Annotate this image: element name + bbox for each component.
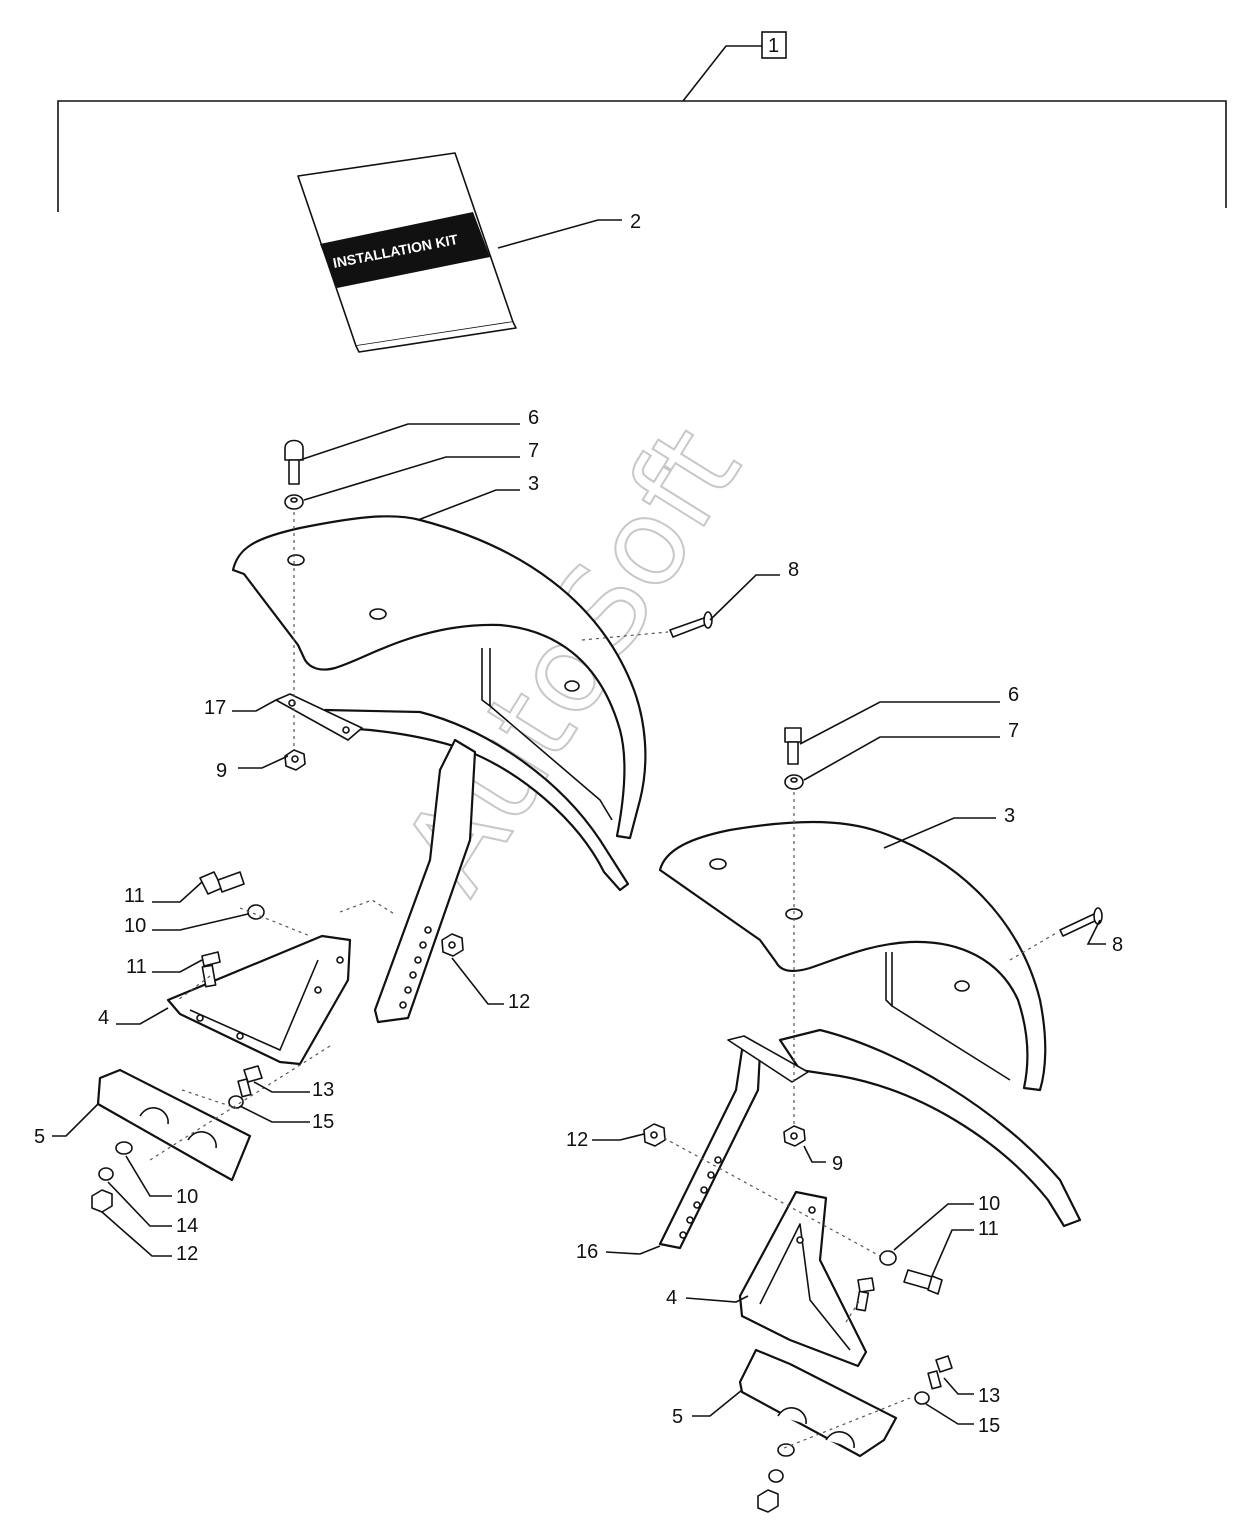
- callout-12: 12: [566, 1129, 588, 1151]
- bolt-11-right-lower: [855, 1277, 875, 1312]
- bolt-13-right: [927, 1355, 953, 1390]
- callout-1: 1: [768, 35, 779, 57]
- stay-bracket-right: [658, 1028, 1082, 1250]
- callout-8: 8: [1112, 934, 1123, 956]
- callout-6: 6: [1008, 684, 1019, 706]
- callout-10: 10: [176, 1186, 198, 1208]
- bolt-11-left-lower: [201, 951, 221, 988]
- clamp-5-left: [96, 1068, 252, 1182]
- leader-lines: [52, 219, 1106, 1425]
- bolt-11-right: [903, 1269, 943, 1295]
- callout-10: 10: [978, 1193, 1000, 1215]
- callout-2: 2: [630, 211, 641, 233]
- callout-6: 6: [528, 407, 539, 429]
- washer-right-lower-a: [777, 1443, 795, 1457]
- nut-9-left: [284, 749, 306, 771]
- callout-13: 13: [312, 1079, 334, 1101]
- callout-9: 9: [832, 1153, 843, 1175]
- nut-12-left: [441, 933, 464, 957]
- bracket-4-left: [166, 934, 352, 1066]
- callout-11: 11: [978, 1218, 999, 1240]
- washer-15-right: [914, 1391, 930, 1405]
- callout-7: 7: [528, 440, 539, 462]
- nut-12-right: [643, 1123, 666, 1147]
- callout-16: 16: [576, 1241, 598, 1263]
- callout-3: 3: [528, 473, 539, 495]
- callout-11: 11: [126, 956, 147, 978]
- stay-holes-right: [679, 1156, 722, 1239]
- callout-8: 8: [788, 559, 799, 581]
- callout-7: 7: [1008, 720, 1019, 742]
- nut-9-right: [783, 1125, 806, 1147]
- callout-15: 15: [978, 1415, 1000, 1437]
- callout-12: 12: [508, 991, 530, 1013]
- bolt-11-left-upper: [199, 871, 245, 895]
- bolt-6-left: [284, 439, 304, 485]
- callout-5: 5: [34, 1126, 45, 1148]
- callout-15: 15: [312, 1111, 334, 1133]
- clamp-5-right: [738, 1348, 898, 1458]
- washer-7-left: [284, 494, 304, 510]
- stay-holes-left: [399, 926, 432, 1009]
- callout-labels: 1 2 6 7 3 8 17 9 6 7 3 11 10 11 12 4 8 1…: [34, 35, 1123, 1437]
- fender-right: [658, 820, 1047, 1092]
- washer-7-right: [784, 774, 804, 790]
- bolt-8-right: [1059, 907, 1103, 937]
- callout-4: 4: [98, 1007, 109, 1029]
- washer-10-left-lower: [115, 1141, 133, 1155]
- fender-left: [231, 515, 647, 840]
- washer-right-lower-b: [768, 1469, 784, 1483]
- washer-10-right: [879, 1250, 897, 1266]
- nut-12-left-lower: [91, 1189, 113, 1213]
- installation-kit-booklet: INSTALLATION KIT: [297, 152, 517, 353]
- callout-14: 14: [176, 1215, 198, 1237]
- callout-13: 13: [978, 1385, 1000, 1407]
- bolt-8-left: [669, 611, 713, 638]
- callout-9: 9: [216, 760, 227, 782]
- callout-17: 17: [204, 697, 226, 719]
- callout-3: 3: [1004, 805, 1015, 827]
- bracket-4-right: [738, 1190, 868, 1368]
- assembly-bracket: [57, 31, 1227, 212]
- washer-14-left: [98, 1167, 114, 1181]
- callout-12: 12: [176, 1243, 198, 1265]
- nut-right-lower: [757, 1489, 779, 1513]
- callout-11: 11: [124, 885, 145, 907]
- bolt-13-left: [237, 1065, 263, 1098]
- callout-10: 10: [124, 915, 146, 937]
- callout-5: 5: [672, 1406, 683, 1428]
- callout-4: 4: [666, 1287, 677, 1309]
- bolt-6-right: [784, 727, 802, 765]
